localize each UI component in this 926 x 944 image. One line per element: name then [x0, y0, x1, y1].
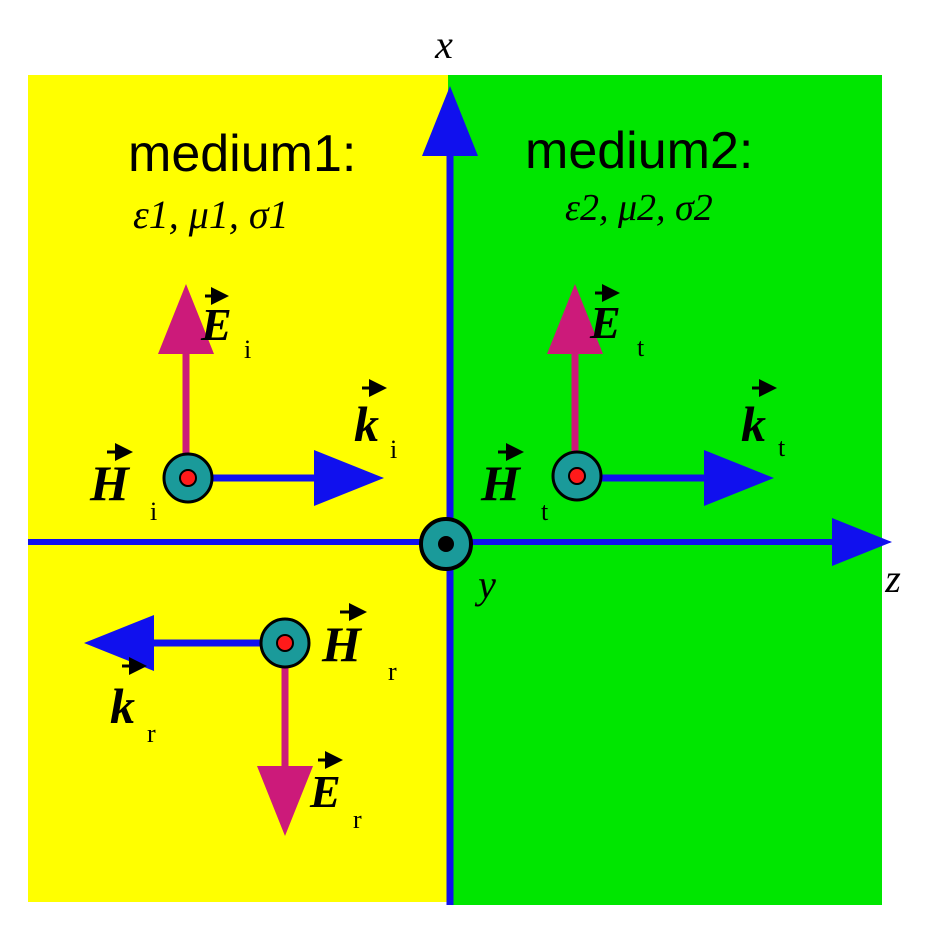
reflected-e-subscript: r	[353, 805, 362, 834]
transmitted-k-subscript: t	[778, 433, 786, 462]
transmitted-h-subscript: t	[541, 497, 549, 526]
incident-e-label: E i	[200, 287, 251, 364]
reflected-e-label: E r	[309, 751, 362, 834]
incident-h-symbol: H	[89, 455, 131, 511]
x-axis-label: x	[434, 22, 453, 67]
incident-k-label: k i	[354, 379, 397, 464]
reflected-k-subscript: r	[147, 719, 156, 748]
reflected-h-symbol: H	[321, 616, 363, 672]
incident-e-subscript: i	[244, 335, 251, 364]
incident-k-symbol: k	[354, 396, 379, 452]
transmitted-k-symbol: k	[741, 396, 766, 452]
incident-h-dot-icon	[162, 452, 214, 504]
y-axis-label: y	[474, 562, 496, 607]
medium1-params: ε1, μ1, σ1	[133, 192, 289, 237]
reflected-e-symbol: E	[309, 766, 341, 817]
transmitted-h-label: H t	[480, 443, 549, 526]
transmitted-e-symbol: E	[589, 297, 621, 348]
transmitted-k-label: k t	[741, 379, 786, 462]
medium2-title: medium2:	[525, 122, 753, 180]
medium1-title: medium1:	[128, 125, 356, 183]
incident-k-subscript: i	[390, 435, 397, 464]
transmitted-h-dot-icon	[551, 450, 603, 502]
medium2-region	[448, 75, 882, 905]
reflected-h-subscript: r	[388, 657, 397, 686]
y-axis-dot-icon	[419, 517, 473, 571]
reflected-k-label: k r	[110, 657, 156, 748]
incident-e-symbol: E	[200, 299, 232, 350]
reflected-k-symbol: k	[110, 678, 135, 734]
medium2-params: ε2, μ2, σ2	[565, 187, 713, 229]
transmitted-e-label: E t	[589, 284, 645, 362]
incident-h-label: H i	[89, 443, 157, 526]
transmitted-h-symbol: H	[480, 455, 522, 511]
reflected-h-dot-icon	[259, 617, 311, 669]
reflected-h-label: H r	[321, 603, 397, 686]
transmitted-e-subscript: t	[637, 333, 645, 362]
incident-h-subscript: i	[150, 497, 157, 526]
z-axis-label: z	[884, 556, 901, 601]
